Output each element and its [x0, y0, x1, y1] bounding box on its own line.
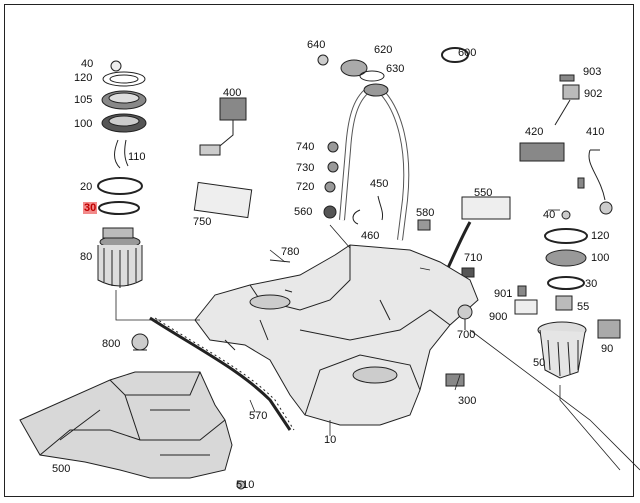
part-label-550: 550 [474, 187, 493, 199]
part-label-450: 450 [370, 178, 389, 190]
heat-shield [19, 371, 233, 479]
diagram-frame [4, 4, 634, 497]
part-label-700: 700 [457, 329, 476, 341]
part-label-105: 105 [74, 94, 93, 106]
part-label-400: 400 [223, 87, 242, 99]
part-label-510: 510 [236, 479, 255, 491]
part-label-110: 110 [128, 151, 146, 163]
part-label-20: 20 [80, 181, 93, 193]
pressure-sensor [519, 74, 613, 215]
fuel-pump-seal-stack [97, 60, 147, 215]
part-label-570: 570 [249, 410, 268, 422]
part-label-900: 900 [489, 311, 508, 323]
part-label-50: 50 [533, 357, 546, 369]
part-label-460: 460 [361, 230, 380, 242]
part-label-10: 10 [324, 434, 337, 446]
part-label-120: 120 [74, 72, 93, 84]
part-label-620: 620 [374, 44, 393, 56]
part-label-730: 730 [296, 162, 315, 174]
fuel-pump-module [97, 227, 143, 288]
part-750-pad [193, 181, 253, 219]
part-550-pad [461, 196, 511, 220]
part-label-30-highlighted[interactable]: 30 [83, 202, 98, 214]
filler-neck [317, 47, 469, 241]
part-label-300: 300 [458, 395, 477, 407]
part-label-40: 40 [81, 58, 94, 70]
part-label-720: 720 [296, 181, 315, 193]
part-label-100: 100 [74, 118, 93, 130]
leader-lines [115, 209, 640, 471]
part-400-sender [199, 97, 247, 156]
part-label-80: 80 [80, 251, 93, 263]
fuel-tank [194, 244, 479, 426]
part-label-710: 710 [464, 252, 483, 264]
part-label-780: 780 [281, 246, 300, 258]
part-label-630: 630 [386, 63, 405, 75]
part-label-740: 740 [296, 141, 315, 153]
part-label-903: 903 [583, 66, 602, 78]
part-label-120-right: 120 [591, 230, 610, 242]
part-label-580: 580 [416, 207, 435, 219]
part-label-410: 410 [586, 126, 605, 138]
part-label-800: 800 [102, 338, 121, 350]
part-label-750: 750 [193, 216, 212, 228]
part-300-valve [445, 373, 465, 387]
part-510-clip [236, 480, 246, 490]
part-label-500: 500 [52, 463, 71, 475]
part-label-901: 901 [494, 288, 513, 300]
part-label-902: 902 [584, 88, 603, 100]
part-label-90: 90 [601, 343, 614, 355]
right-pump-stack [457, 210, 621, 379]
part-label-600: 600 [458, 47, 477, 59]
part-label-100-right: 100 [591, 252, 610, 264]
part-800-grommet [131, 333, 149, 351]
part-label-55: 55 [577, 301, 590, 313]
part-label-30-right: 30 [585, 278, 598, 290]
part-label-40-right: 40 [543, 209, 556, 221]
part-label-420: 420 [525, 126, 544, 138]
part-570-strap [149, 316, 292, 431]
part-label-640: 640 [307, 39, 326, 51]
part-label-560: 560 [294, 206, 313, 218]
small-fittings [323, 141, 431, 231]
